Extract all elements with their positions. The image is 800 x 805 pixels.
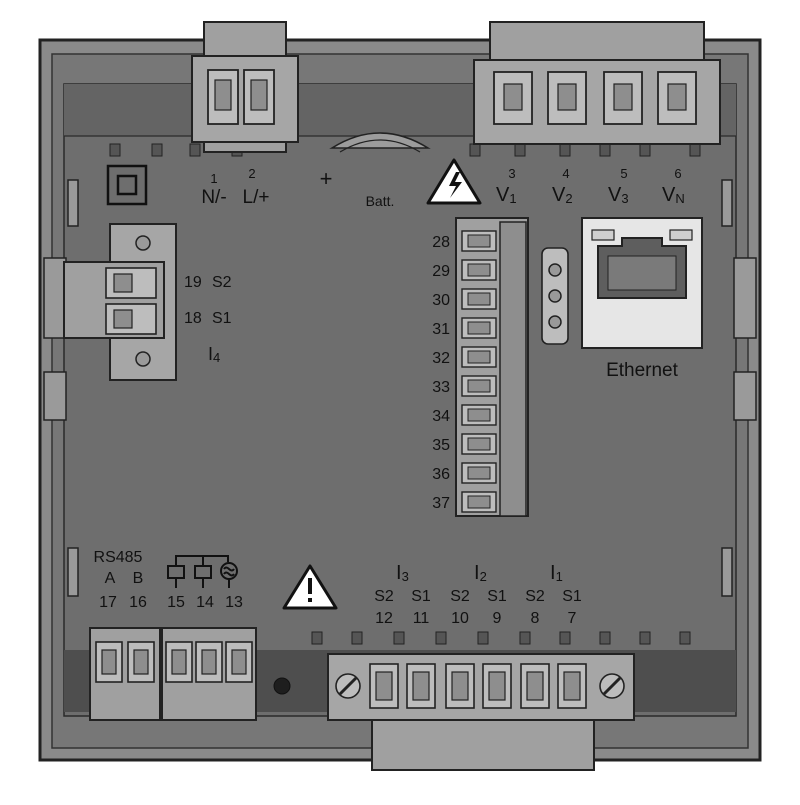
terminal-number-1: 1 — [210, 171, 217, 186]
ethernet-label: Ethernet — [606, 360, 679, 381]
label-v2: V2 — [552, 184, 573, 206]
terminal-number-4: 4 — [562, 166, 569, 181]
side-clips — [43, 179, 757, 597]
terminal-number-32: 32 — [432, 350, 450, 367]
terminal-number-14: 14 — [196, 594, 214, 611]
battery-cover — [329, 132, 431, 153]
terminal-number-36: 36 — [432, 466, 450, 483]
double-insulation-icon — [106, 164, 148, 206]
digital-terminal-labels: 28 29 30 31 32 33 34 35 36 37 — [432, 234, 450, 512]
terminal-number-18: 18 — [184, 310, 202, 327]
terminal-number-13: 13 — [225, 594, 243, 611]
terminal-number-9: 9 — [493, 610, 502, 627]
terminal-number-15: 15 — [167, 594, 185, 611]
terminal-number-37: 37 — [432, 495, 450, 512]
current-input-connector — [327, 653, 635, 771]
label-i1: I1 — [550, 562, 563, 584]
terminal-number-31: 31 — [432, 321, 450, 338]
digital-terminal-block — [455, 217, 529, 517]
terminal-number-3: 3 — [508, 166, 515, 181]
terminal-number-30: 30 — [432, 292, 450, 309]
terminal-number-12: 12 — [375, 610, 393, 627]
high-voltage-warning-icon — [426, 158, 482, 205]
terminal-number-34: 34 — [432, 408, 450, 425]
current-input-s-label: S1 — [562, 588, 582, 605]
screw-left-icon — [335, 673, 361, 699]
current-input-s-label: S1 — [411, 588, 431, 605]
general-warning-icon — [282, 564, 338, 610]
terminal-number-16: 16 — [129, 594, 147, 611]
voltage-connector — [473, 21, 721, 145]
current-input-s-label: S1 — [487, 588, 507, 605]
current-terminal-slot — [369, 663, 399, 709]
terminal-number-29: 29 — [432, 263, 450, 280]
ethernet-port[interactable] — [581, 217, 703, 349]
terminal-number-5: 5 — [620, 166, 627, 181]
power-connector — [191, 21, 299, 153]
digital-output-icon — [167, 555, 238, 588]
label-neutral: N/- — [201, 187, 226, 208]
label-v3: V3 — [608, 184, 629, 206]
label-vn: VN — [662, 184, 685, 206]
rs485-a-label: A — [105, 570, 116, 587]
terminal-number-2: 2 — [248, 166, 255, 181]
rs485-label: RS485 — [94, 549, 143, 566]
terminal-number-35: 35 — [432, 437, 450, 454]
current-input-s-label: S2 — [374, 588, 394, 605]
mounting-hole — [273, 677, 291, 695]
current-input-s-label: S2 — [450, 588, 470, 605]
terminal-number-17: 17 — [99, 594, 117, 611]
terminal-number-19: 19 — [184, 274, 202, 291]
current-input-s-label: S2 — [525, 588, 545, 605]
terminal-number-33: 33 — [432, 379, 450, 396]
digital-output-connector — [161, 627, 257, 721]
terminal-number-8: 8 — [531, 610, 540, 627]
battery-label: Batt. — [366, 193, 395, 209]
status-leds — [541, 247, 569, 345]
current-input-labels: S2 12 S1 11 S2 10 S1 9 S2 8 S1 7 — [374, 588, 582, 627]
rs485-connector — [89, 627, 161, 721]
label-i4-s1: S1 — [212, 310, 232, 327]
terminal-number-7: 7 — [568, 610, 577, 627]
label-i4-s2: S2 — [212, 274, 232, 291]
label-line: L/+ — [243, 187, 270, 208]
label-i4: I4 — [208, 344, 220, 365]
terminal-number-28: 28 — [432, 234, 450, 251]
terminal-number-11: 11 — [413, 610, 430, 627]
battery-plus-symbol: + — [320, 166, 333, 191]
label-v1: V1 — [496, 184, 517, 206]
rs485-b-label: B — [133, 570, 144, 587]
terminal-number-10: 10 — [451, 610, 469, 627]
i4-connector — [63, 223, 177, 381]
label-i2: I2 — [474, 562, 487, 584]
label-i3: I3 — [396, 562, 409, 584]
label-panel — [63, 83, 737, 717]
screw-right-icon — [599, 673, 625, 699]
terminal-number-6: 6 — [674, 166, 681, 181]
